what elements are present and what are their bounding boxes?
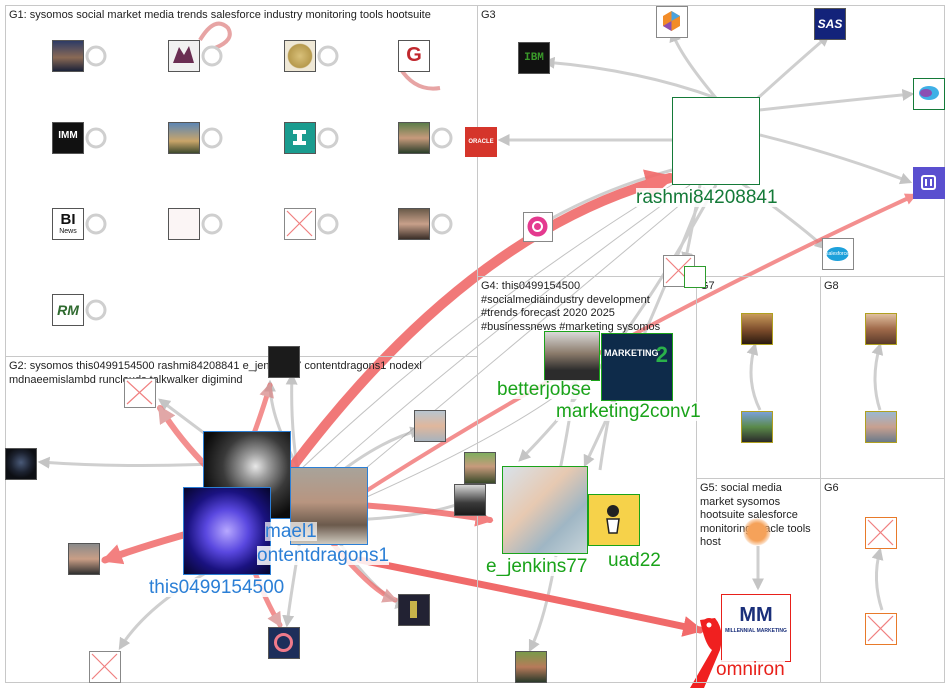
millennial-logo-mark: MM [739,604,773,626]
label-contentdragons1: ontentdragons1 [257,545,390,566]
node-chat-logo [913,78,945,110]
label-this0499154500: this0499154500 [149,577,285,598]
node-hexagon-logo [656,6,688,38]
node-avatar: BI News [52,208,84,240]
label-betterjobse: betterjobse [497,379,592,400]
thin-edges [299,179,701,501]
group-g2-panel: G2: sysomos this0499154500 rashmi8420884… [5,356,478,683]
millennial-logo-text: MILLENNIAL MARKETING [725,628,787,634]
node-avatar [865,411,897,443]
node-pink-logo [523,212,553,242]
node-avatar [68,543,100,575]
node-missing-image [865,613,897,645]
node-avatar [398,208,430,240]
node-avatar [515,651,547,683]
node-e-jenkins77 [502,466,588,554]
oracle-logo-text: ORACLE [468,139,494,145]
node-this0499154500 [183,487,271,575]
node-avatar [865,313,897,345]
label-rashmi84208841: rashmi84208841 [636,187,778,208]
node-orange-dot [743,518,771,546]
bi-logo-text: BI [60,211,76,228]
label-marketing2conv1: marketing2conv1 [556,401,701,422]
node-avatar [414,410,446,442]
node-marketing2conv1: MARKETING 2 [601,333,673,401]
node-avatar [398,122,430,154]
node-betterjobse [544,331,600,381]
group-g5-title: G5: social media market sysomos hootsuit… [700,482,811,548]
node-salesforce: salesforce [822,238,854,270]
node-missing-image [89,651,121,683]
node-avatar [741,313,773,345]
group-g2-title: G2: sysomos this0499154500 rashmi8420884… [9,360,422,386]
sas-logo-text: SAS [817,17,843,31]
label-mael1: mael1 [265,521,317,542]
label-uad22: uad22 [608,550,661,571]
node-avatar [268,627,300,659]
node-missing-image [865,517,897,549]
node-avatar [52,40,84,72]
node-avatar [5,448,37,480]
omniron-loop [690,618,722,688]
node-avatar [398,594,430,626]
node-avatar: IMM [52,122,84,154]
node-avatar [284,122,316,154]
node-avatar [168,122,200,154]
node-omniron: MM MILLENNIAL MARKETING [721,594,791,662]
node-avatar [464,452,496,484]
node-avatar [168,208,200,240]
marketing2-logo-text: MARKETING [604,348,659,358]
bi-logo-subtext: News [59,228,77,235]
label-omniron: omniron [716,659,785,680]
node-avatar [284,40,316,72]
node-avatar [168,40,200,72]
group-g4-panel: G4: this0499154500 #socialmediaindustry … [477,276,697,683]
node-unbounce-logo [913,167,945,199]
node-uad22 [588,494,640,546]
group-g3-title: G3 [481,9,496,21]
node-avatar [454,484,486,516]
node-oracle: ORACLE [465,127,497,157]
node-rashmi84208841 [672,97,760,185]
label-e-jenkins77: e_jenkins77 [486,556,588,577]
node-avatar: G [398,40,430,72]
node-sas: SAS [814,8,846,40]
group-g5-panel: G5: social media market sysomos hootsuit… [696,478,821,683]
node-avatar [268,346,300,378]
ibm-logo-text: IBM [524,52,544,64]
node-small-avatar [684,266,706,288]
node-avatar: RM [52,294,84,326]
groeseck-logo-text: G [406,44,422,66]
node-contentdragons1 [290,467,368,545]
node-avatar [741,411,773,443]
node-missing-image [284,208,316,240]
salesforce-logo-text: salesforce [826,251,849,257]
marketing2-logo-number: 2 [655,342,668,367]
node-ibm: IBM [518,42,550,74]
node-missing-image [124,378,156,408]
rm-logo-text: RM [57,302,79,318]
imm-logo-text: IMM [58,130,78,141]
group-g1-title: G1: sysomos social market media trends s… [9,9,431,21]
group-g6-title: G6 [824,482,839,494]
group-g8-title: G8 [824,280,839,292]
group-g6-panel: G6 [820,478,945,683]
group-g4-title: G4: this0499154500 #socialmediaindustry … [481,280,661,333]
